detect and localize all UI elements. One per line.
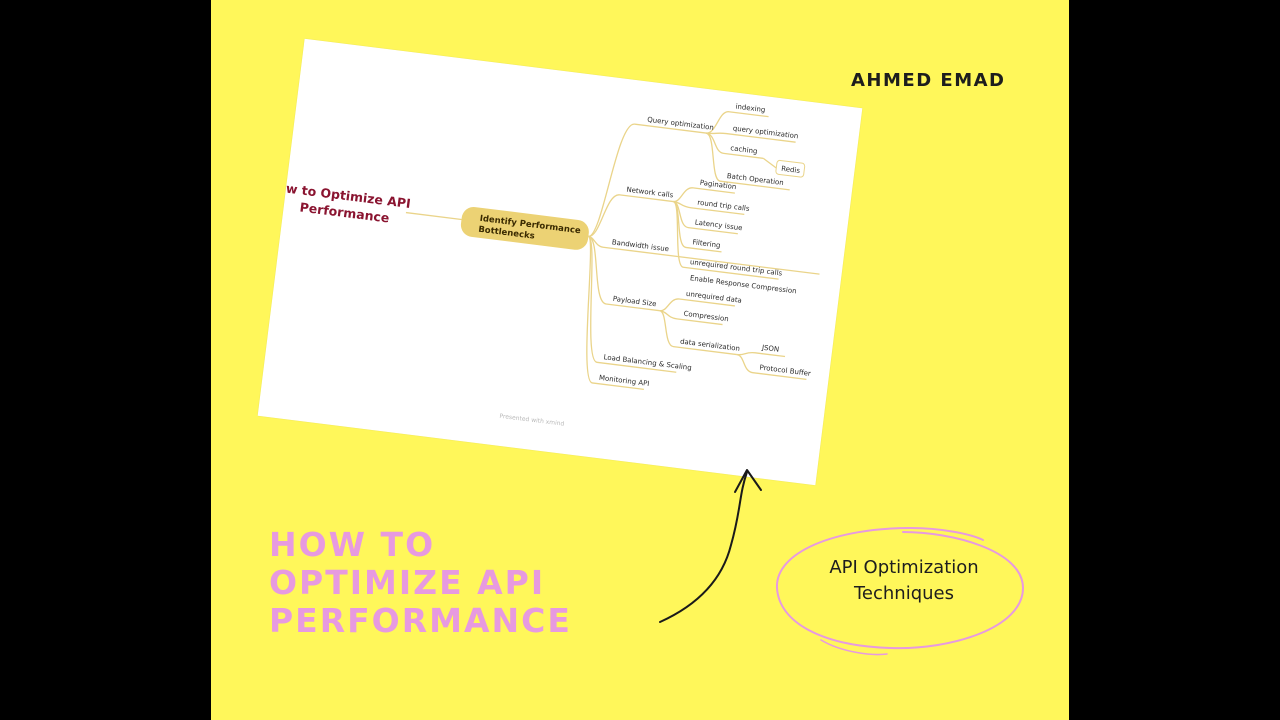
node-filtering: Filtering xyxy=(692,238,721,249)
sub-batch xyxy=(705,132,790,191)
root-connector xyxy=(405,211,462,221)
sub-serialization xyxy=(659,310,737,356)
branch-loadbalancing xyxy=(587,235,677,373)
branch-network xyxy=(588,194,674,237)
sub-redis-link xyxy=(762,157,777,169)
node-json: JSON xyxy=(760,344,779,354)
hand-drawn-arrow xyxy=(659,471,748,623)
center-node xyxy=(460,206,589,250)
main-title-line1: HOW TO xyxy=(269,525,436,564)
sub-pagination xyxy=(673,187,735,203)
node-redis: Redis xyxy=(781,165,801,175)
main-title-line2: OPTIMIZE API xyxy=(269,563,546,602)
callout-line2: Techniques xyxy=(853,583,954,604)
decorations xyxy=(659,469,1025,656)
author-name: AHMED EMAD xyxy=(851,70,1006,91)
sub-indexing xyxy=(705,111,769,134)
callout-line1: API Optimization xyxy=(829,557,979,578)
mindmap-diagram: Identify Performance Bottlenecks w to Op… xyxy=(285,103,820,428)
node-caching: caching xyxy=(730,144,758,155)
callout-ellipse xyxy=(775,526,1025,650)
callout-label: API Optimization Techniques xyxy=(789,555,1019,607)
sub-unrequired-rt xyxy=(672,200,779,280)
sub-json xyxy=(736,351,786,358)
main-title: HOW TO OPTIMIZE API PERFORMANCE xyxy=(269,526,572,640)
callout-tail xyxy=(820,639,888,656)
arrow-head-icon xyxy=(734,469,762,493)
sub-protobuf xyxy=(736,353,807,380)
main-title-line3: PERFORMANCE xyxy=(269,601,572,640)
sub-unrequired-data xyxy=(659,298,735,312)
branch-monitoring xyxy=(586,235,644,390)
branch-payload xyxy=(588,235,660,312)
thumbnail-canvas: AHMED EMAD Identify Performance Bottlene… xyxy=(211,0,1069,720)
branch-query xyxy=(588,123,707,237)
mindmap-screenshot: Identify Performance Bottlenecks w to Op… xyxy=(257,38,863,486)
node-indexing: indexing xyxy=(735,103,766,115)
redis-box xyxy=(775,159,806,178)
